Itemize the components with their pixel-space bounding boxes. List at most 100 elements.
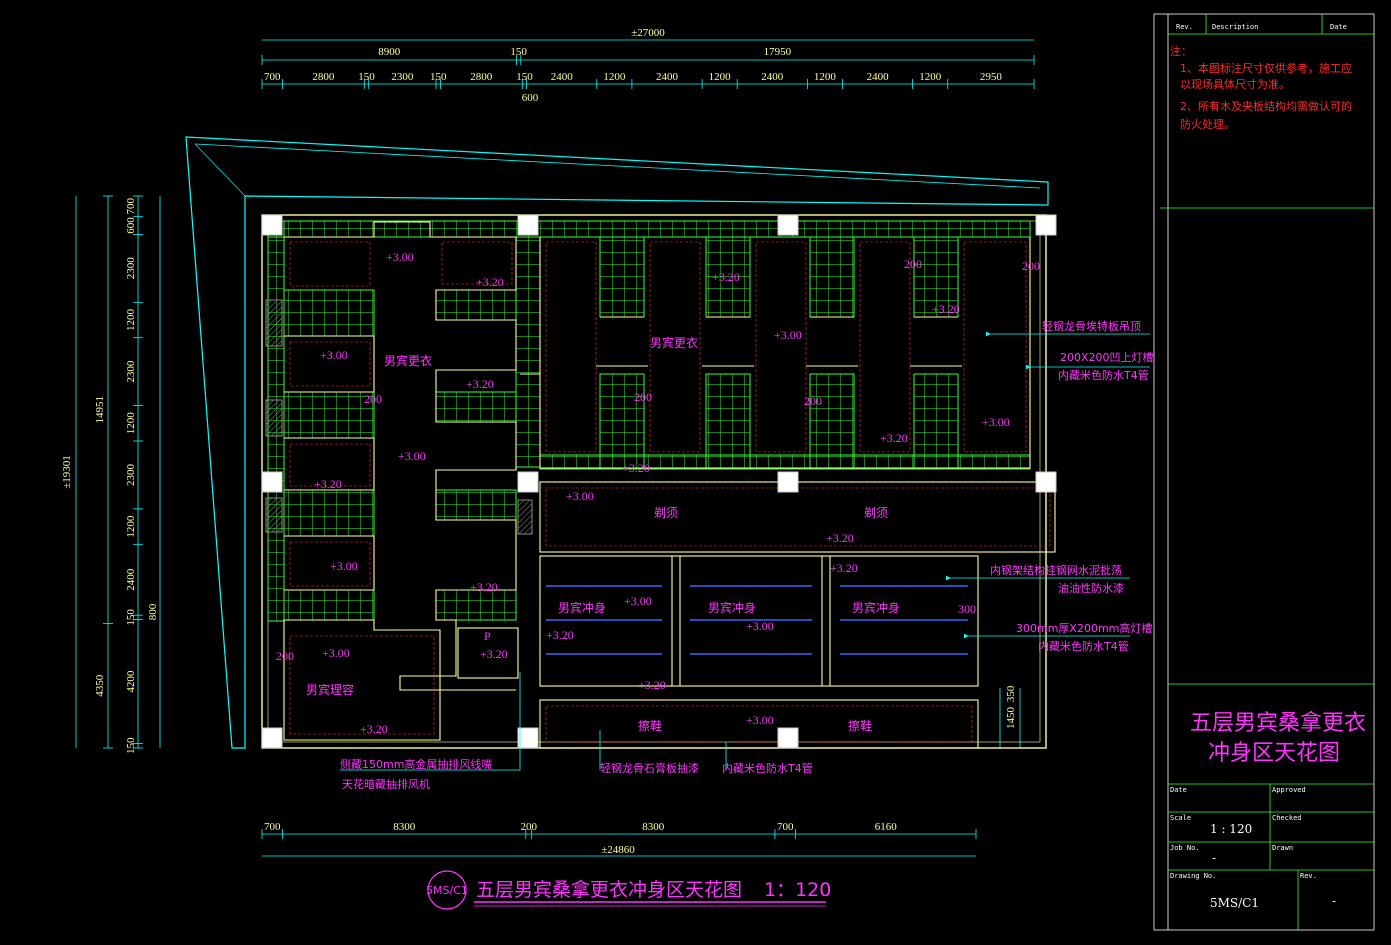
level-mark: +3.20: [830, 561, 858, 575]
dim-top-mid: 17950: [764, 46, 792, 58]
level-mark: +3.20: [480, 647, 508, 661]
dim-top-detail: 2400: [656, 71, 679, 83]
mark-200: 200: [364, 392, 382, 406]
room-shower-3: 男宾冲身: [852, 600, 900, 615]
level-mark: +3.20: [360, 722, 388, 736]
level-mark: +3.00: [624, 594, 652, 608]
level-mark: +3.20: [712, 270, 740, 284]
level-mark: +3.00: [386, 250, 414, 264]
note-cement-a: 内钢架结构挂钢网水泥批荡: [990, 563, 1122, 577]
dim-bottom: 6160: [875, 821, 898, 833]
dim-left-detail: 1200: [125, 515, 137, 538]
dim-left-detail: 600: [125, 217, 137, 234]
level-mark: +3.00: [322, 646, 350, 660]
room-storage: 男宾理容: [306, 682, 354, 697]
room-shower-1: 男宾冲身: [558, 600, 606, 615]
room-changing-left: 男宾更衣: [384, 353, 432, 368]
level-mark: +3.00: [566, 489, 594, 503]
tb-lbl-job: Job No.: [1170, 844, 1200, 852]
tb-head-desc: Description: [1212, 23, 1258, 31]
dim-top-detail: 150: [516, 71, 533, 83]
level-mark: +3.20: [466, 377, 494, 391]
tb-note1-a: 1、本图标注尺寸仅供参考，施工应: [1180, 61, 1352, 75]
dim-left-mid: 14951: [94, 396, 106, 424]
dim-left-total: ±19301: [61, 455, 73, 489]
dim-top-mid: 8900: [378, 46, 401, 58]
level-mark: +3.00: [398, 449, 426, 463]
dim-top-detail: 2400: [761, 71, 784, 83]
hatched-walls: [265, 299, 533, 535]
dim-bottom: 700: [777, 821, 794, 833]
dim-right-small: 350: [1005, 685, 1017, 702]
tb-lbl-approved: Approved: [1272, 786, 1306, 794]
room-shower-2: 男宾冲身: [708, 600, 756, 615]
room-changing-top: 男宾更衣: [650, 335, 698, 350]
tb-head-rev: Rev.: [1176, 23, 1193, 31]
mark-200: 200: [804, 394, 822, 408]
dim-top-mid: 150: [510, 46, 527, 58]
dim-left-detail: 2300: [125, 464, 137, 487]
note-t4: 内藏米色防水T4管: [722, 761, 813, 775]
note-light1-b: 内藏米色防水T4管: [1058, 368, 1149, 382]
level-marks: +3.00 +3.20 +3.20 +3.20 +3.00 +3.00 +3.2…: [314, 250, 1010, 736]
level-mark: +3.20: [314, 477, 342, 491]
note-ceiling: 轻钢龙骨埃特板吊顶: [1042, 319, 1141, 333]
note-light2-b: 内藏米色防水T4管: [1038, 639, 1129, 653]
level-mark: +3.20: [622, 461, 650, 475]
mark-p: P: [484, 629, 491, 643]
tb-lbl-scale: Scale: [1170, 814, 1191, 822]
level-mark: +3.00: [320, 348, 348, 362]
tb-notes-title: 注：: [1170, 44, 1192, 58]
tile-zones: [267, 220, 1031, 622]
dim-top-detail: 150: [358, 71, 375, 83]
tb-lbl-rev: Rev.: [1300, 872, 1317, 880]
annotations: 轻钢龙骨埃特板吊顶 200X200凹上灯槽 内藏米色防水T4管 内钢架结构挂钢网…: [340, 319, 1154, 791]
dim-left-small: 800: [147, 603, 159, 620]
dim-top-detail: 2300: [391, 71, 414, 83]
tb-note2-a: 2、所有木及夹板结构均需做认可的: [1180, 99, 1352, 113]
level-mark: +3.20: [932, 302, 960, 316]
level-mark: +3.20: [476, 275, 504, 289]
dim-top-detail: 1200: [814, 71, 837, 83]
dim-top-detail: 150: [430, 71, 447, 83]
dim-right: 1450: [1005, 707, 1017, 730]
tb-rev: -: [1332, 894, 1336, 908]
right-dimension: [999, 688, 1021, 748]
room-labels: 男宾更衣 男宾更衣 剃须 剃须 男宾冲身 男宾冲身 男宾冲身 男宾理容 擦鞋 擦…: [306, 335, 900, 733]
dim-left-mid: 4350: [94, 674, 106, 697]
dim-left-detail: 2300: [125, 360, 137, 383]
dim-left-detail: 2300: [125, 257, 137, 280]
room-shoes-1: 擦鞋: [638, 718, 662, 733]
level-mark: +3.00: [746, 713, 774, 727]
dim-bottom: 8300: [393, 821, 416, 833]
dim-top-total: ±27000: [631, 27, 665, 39]
tb-note1-b: 以现场具体尺寸为准。: [1180, 77, 1290, 91]
dim-bottom: 200: [520, 821, 537, 833]
note-exhaust-b: 天花暗藏抽排风机: [342, 777, 430, 791]
columns: [261, 214, 1057, 749]
small-dimension-marks: 200 200 200 200 200 200 300 P: [276, 257, 1040, 663]
room-shoes-2: 擦鞋: [848, 718, 872, 733]
level-mark: +3.00: [982, 415, 1010, 429]
dim-left-detail: 1200: [125, 412, 137, 435]
level-mark: +3.00: [774, 328, 802, 342]
dim-left-detail: 1200: [125, 309, 137, 332]
dim-left-detail: 150: [125, 609, 137, 626]
level-mark: +3.00: [746, 619, 774, 633]
dim-bottom-total: ±24860: [601, 844, 635, 856]
dim-top-detail: 1200: [709, 71, 732, 83]
dim-bottom: 8300: [642, 821, 665, 833]
note-exhaust-a: 侧藏150mm高金属抽排风线嘴: [340, 757, 492, 771]
tb-drawing-no: 5MS/C1: [1210, 896, 1259, 910]
dim-top-detail: 2400: [551, 71, 574, 83]
tb-lbl-checked: Checked: [1272, 814, 1302, 822]
level-mark: +3.20: [826, 531, 854, 545]
bottom-dimensions: [261, 829, 977, 857]
level-mark: +3.20: [546, 628, 574, 642]
caption-title: 五层男宾桑拿更衣冲身区天花图: [476, 878, 742, 901]
dim-top-detail: 2800: [470, 71, 493, 83]
level-mark: +3.20: [470, 580, 498, 594]
tb-title-b: 冲身区天花图: [1208, 741, 1340, 766]
top-dimensions: [261, 39, 1035, 89]
level-mark: +3.00: [330, 559, 358, 573]
